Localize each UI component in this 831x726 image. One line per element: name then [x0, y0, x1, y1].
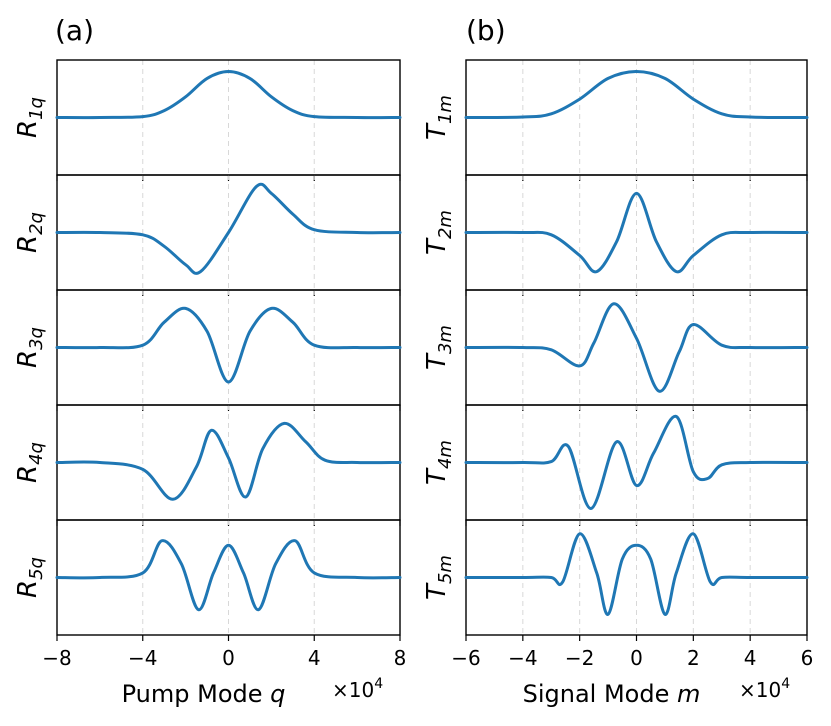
y-axis-label: T4m	[422, 440, 456, 485]
y-axis-label: T3m	[422, 325, 456, 370]
x-tick-label: 4	[744, 646, 757, 670]
series-line-R5q	[55, 539, 402, 612]
subplot-2: T2m	[422, 174, 809, 296]
y-axis-label: R3q	[13, 327, 47, 368]
series-line-T4m	[464, 414, 809, 511]
x-tick-label: −8	[42, 646, 71, 670]
x-tick-label: 4	[308, 646, 321, 670]
series-line-T1m	[464, 70, 809, 119]
subplot-4: R4q	[13, 404, 402, 526]
y-axis-label: T1m	[422, 95, 456, 140]
x-tick-label: 2	[687, 646, 700, 670]
y-axis-label: T2m	[422, 210, 456, 255]
x-axis-label: Pump Mode q	[122, 680, 286, 708]
subplot-3: T3m	[422, 289, 809, 411]
panel-label: (b)	[466, 14, 506, 47]
subplot-1: R1q	[13, 59, 402, 181]
series-line-R1q	[55, 70, 402, 120]
y-axis-label: R2q	[13, 212, 47, 253]
x-tick-label: 0	[222, 646, 235, 670]
series-line-T3m	[464, 302, 809, 393]
x-tick-label: −4	[128, 646, 157, 670]
y-axis-label: R5q	[13, 557, 47, 598]
subplot-5: T5m	[422, 519, 809, 641]
panel-label: (a)	[55, 14, 94, 47]
subplot-4: T4m	[422, 404, 809, 526]
axis-multiplier: ×104	[739, 676, 790, 702]
subplot-1: T1m	[422, 59, 809, 181]
x-tick-label: 6	[801, 646, 814, 670]
subplot-3: R3q	[13, 289, 402, 411]
x-tick-label: −4	[508, 646, 537, 670]
subplot-2: R2q	[13, 174, 402, 296]
y-axis-label: R4q	[13, 442, 47, 483]
y-axis-label: R1q	[13, 97, 47, 138]
series-line-R3q	[55, 306, 402, 384]
series-line-R2q	[55, 182, 402, 275]
x-tick-label: −6	[451, 646, 480, 670]
x-tick-label: −2	[565, 646, 594, 670]
series-line-R4q	[55, 421, 402, 501]
axis-multiplier: ×104	[332, 676, 383, 702]
subplot-5: R5q	[13, 519, 402, 641]
x-tick-label: 8	[394, 646, 407, 670]
series-line-T5m	[464, 532, 809, 616]
series-line-T2m	[464, 191, 809, 274]
x-tick-label: 0	[630, 646, 643, 670]
x-axis-label: Signal Mode m	[523, 680, 701, 708]
y-axis-label: T5m	[422, 555, 456, 600]
